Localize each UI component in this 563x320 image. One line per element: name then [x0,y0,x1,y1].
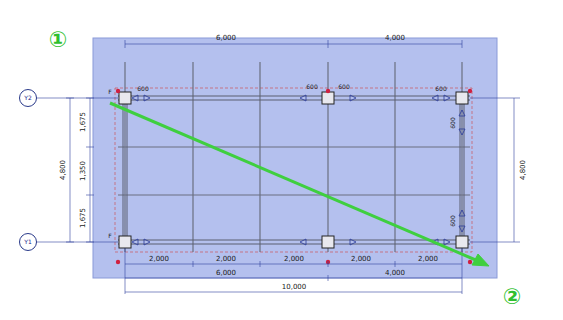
grid-axis-marker: Y1 [19,233,37,251]
dimension: 2,000 [216,256,236,263]
axis-label: Y1 [24,239,31,245]
dimension: 600 [450,215,456,226]
dimension: 600 [450,117,456,128]
grid-axis-marker: Y2 [19,89,37,107]
dimension: 4,800 [520,160,527,180]
footing-mark: F [108,233,111,239]
dimension: 2,000 [351,256,371,263]
callout-number: ② [503,286,522,308]
dimension: 2,000 [284,256,304,263]
dimension: 600 [435,86,446,92]
dimension: 600 [338,84,349,90]
dimension: 4,800 [60,160,67,180]
callout-number: ① [49,29,68,51]
dimension: 1,350 [80,161,87,181]
footing-mark: F [108,89,111,95]
dimension: 2,000 [418,256,438,263]
dimension: 4,000 [385,270,405,277]
dimension: 6,000 [216,270,236,277]
dimension: 1,675 [80,112,87,132]
dimension: 6,000 [216,35,236,42]
dimension: 2,000 [149,256,169,263]
dimension: 600 [137,86,148,92]
dimension: 600 [306,84,317,90]
dimension: 1,675 [80,208,87,228]
axis-label: Y2 [24,95,31,101]
dimension: 4,000 [385,35,405,42]
dimension: 10,000 [282,284,307,291]
